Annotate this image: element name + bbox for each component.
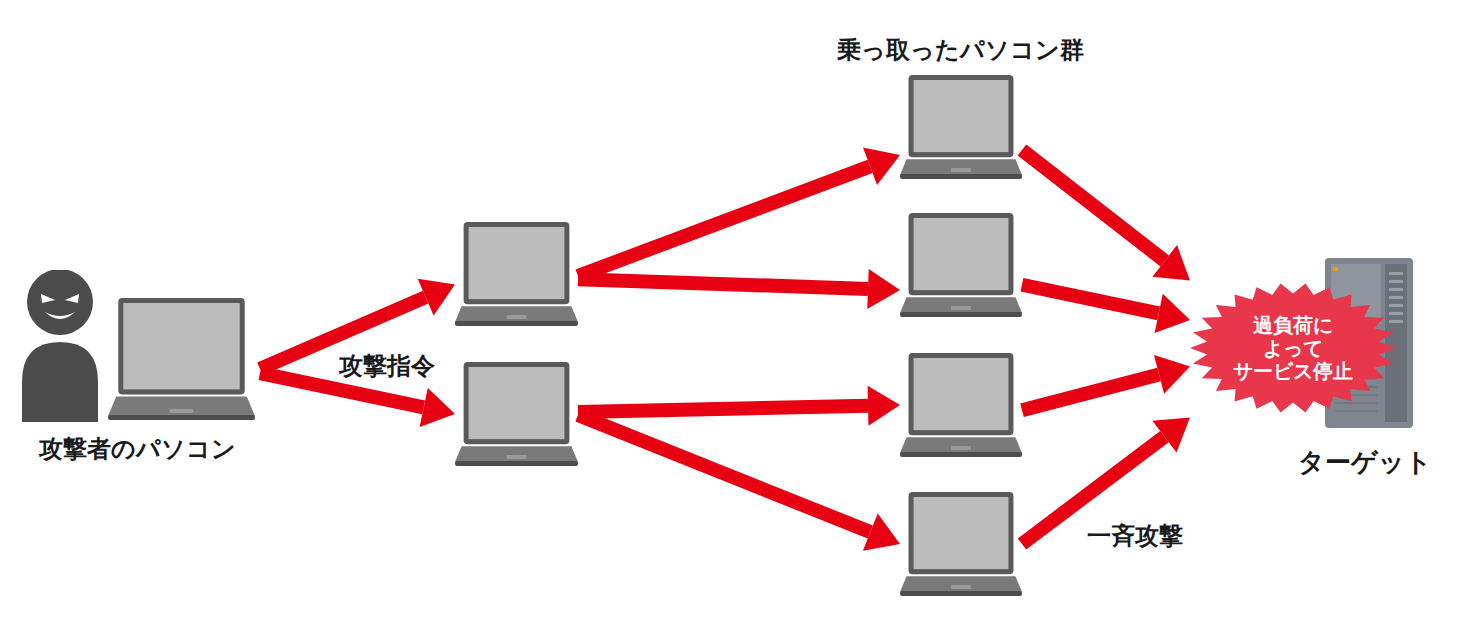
attack-arrow xyxy=(578,269,900,309)
laptop-icon xyxy=(900,213,1022,317)
node-label: 攻撃者のパソコン xyxy=(15,433,260,465)
node-label: ターゲット xyxy=(1290,445,1440,480)
attack-arrow xyxy=(576,148,901,283)
hijacked-laptop xyxy=(900,213,1022,317)
hijacked-laptop xyxy=(455,222,578,326)
overload-burst: 過負荷に よって サービス停止 xyxy=(1190,283,1396,413)
attack-label: 一斉攻撃 xyxy=(1084,520,1186,552)
group-label: 乗っ取ったパソコン群 xyxy=(834,34,1087,66)
alert-text: 過負荷に よって サービス停止 xyxy=(1225,314,1361,383)
hijacked-laptop xyxy=(900,353,1022,457)
attack-arrow xyxy=(575,409,900,551)
attack-arrow xyxy=(1021,278,1190,333)
command-label: 攻撃指令 xyxy=(336,350,438,382)
laptop-icon xyxy=(900,75,1022,179)
attack-arrow xyxy=(1018,144,1190,280)
attacker-computer: 攻撃者のパソコン xyxy=(15,270,260,485)
laptop-icon xyxy=(900,492,1022,596)
attack-arrow xyxy=(578,386,900,426)
laptop-icon xyxy=(455,222,578,326)
laptop-icon xyxy=(455,362,578,466)
target-server: ターゲット 過負荷に よって サービス停止 xyxy=(1190,255,1445,487)
hijacked-laptop xyxy=(900,492,1022,596)
hijacked-laptop xyxy=(900,75,1022,179)
attack-arrow xyxy=(1020,355,1190,417)
laptop-icon xyxy=(900,353,1022,457)
attacker-icon xyxy=(15,270,260,425)
hijacked-laptop xyxy=(455,362,578,466)
